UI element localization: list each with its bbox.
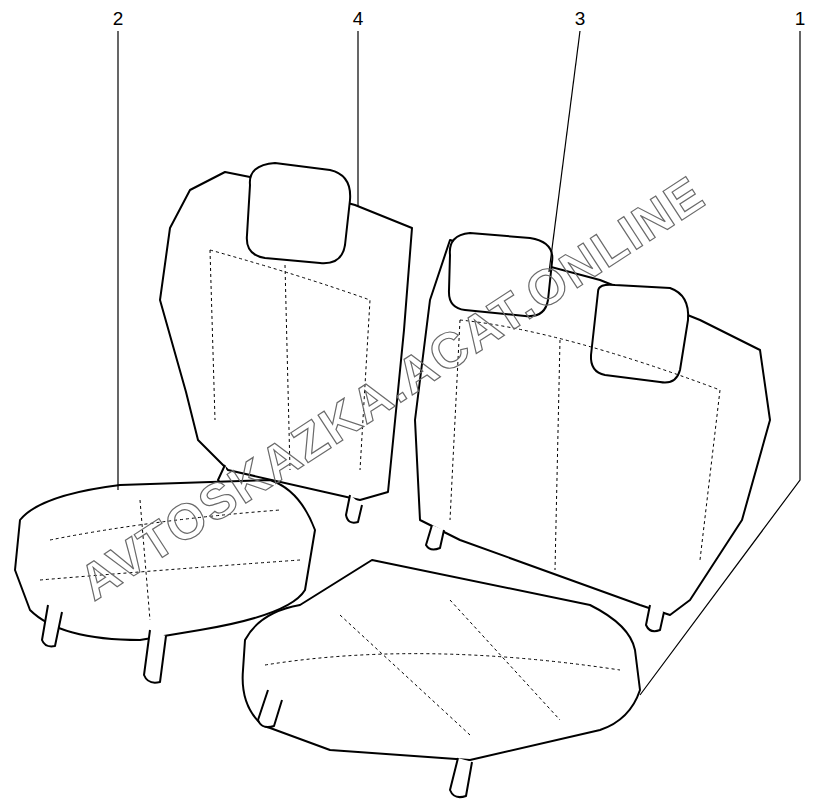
cushion-leg	[450, 758, 472, 797]
cushion-leg	[144, 630, 166, 683]
stitching	[40, 250, 720, 735]
backrest-leg	[426, 525, 444, 549]
callout-number: 2	[113, 9, 124, 28]
headrest	[247, 163, 350, 263]
headrest	[591, 285, 688, 383]
callout-number: 1	[795, 9, 806, 28]
callout-number: 4	[353, 9, 364, 28]
seat-cushion	[243, 560, 640, 760]
cushion-leg	[42, 605, 62, 646]
callout-number: 3	[575, 9, 586, 28]
backrest-leg	[346, 495, 362, 523]
cushion-leg	[258, 690, 282, 727]
backrest-leg	[646, 605, 664, 631]
